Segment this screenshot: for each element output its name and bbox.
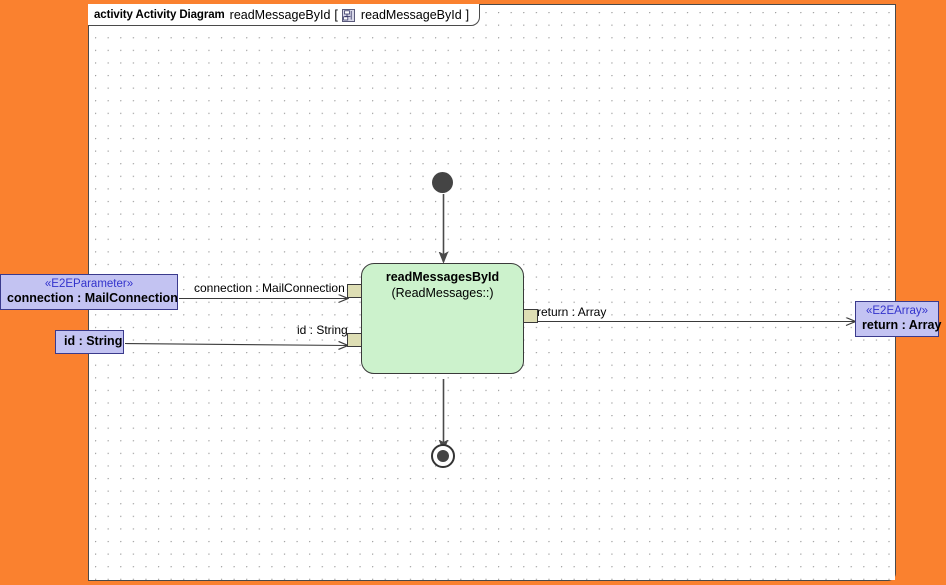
edge-id (124, 344, 348, 346)
output-pin-return[interactable] (523, 309, 538, 323)
frame-bracket-open: [ (334, 7, 338, 22)
edge-label-return: return : Array (537, 305, 607, 319)
activity-diagram-icon (341, 9, 355, 22)
activity-final-node[interactable] (431, 444, 455, 468)
action-name: readMessagesById (385, 270, 500, 284)
parameter-node-id[interactable]: id : String (55, 330, 124, 354)
frame-keyword: activity Activity Diagram (94, 8, 225, 21)
input-pin-connection[interactable] (347, 284, 362, 298)
parameter-label: connection : MailConnection (7, 291, 178, 305)
action-node-readMessagesById[interactable]: readMessagesById (ReadMessages::) (361, 263, 524, 374)
stereotype-label: «E2EArray» (865, 305, 928, 317)
edge-label-connection: connection : MailConnection (194, 281, 345, 295)
frame-name: readMessageById (229, 7, 331, 22)
edge-label-id: id : String (297, 323, 348, 337)
parameter-label: id : String (64, 334, 123, 348)
frame-bracket-close: ] (465, 7, 470, 22)
input-pin-id[interactable] (347, 333, 362, 347)
diagram-frame (88, 4, 896, 581)
parameter-node-connection[interactable]: «E2EParameter» connection : MailConnecti… (0, 274, 178, 310)
frame-title-tab[interactable]: activity Activity Diagram readMessageByI… (88, 4, 481, 26)
frame-qualifier: readMessageById (360, 7, 462, 22)
parameter-node-return[interactable]: «E2EArray» return : Array (855, 301, 942, 337)
initial-node[interactable] (432, 172, 453, 193)
stereotype-label: «E2EParameter» (44, 278, 134, 290)
parameter-label: return : Array (862, 318, 942, 332)
action-subtitle: (ReadMessages::) (391, 286, 494, 300)
